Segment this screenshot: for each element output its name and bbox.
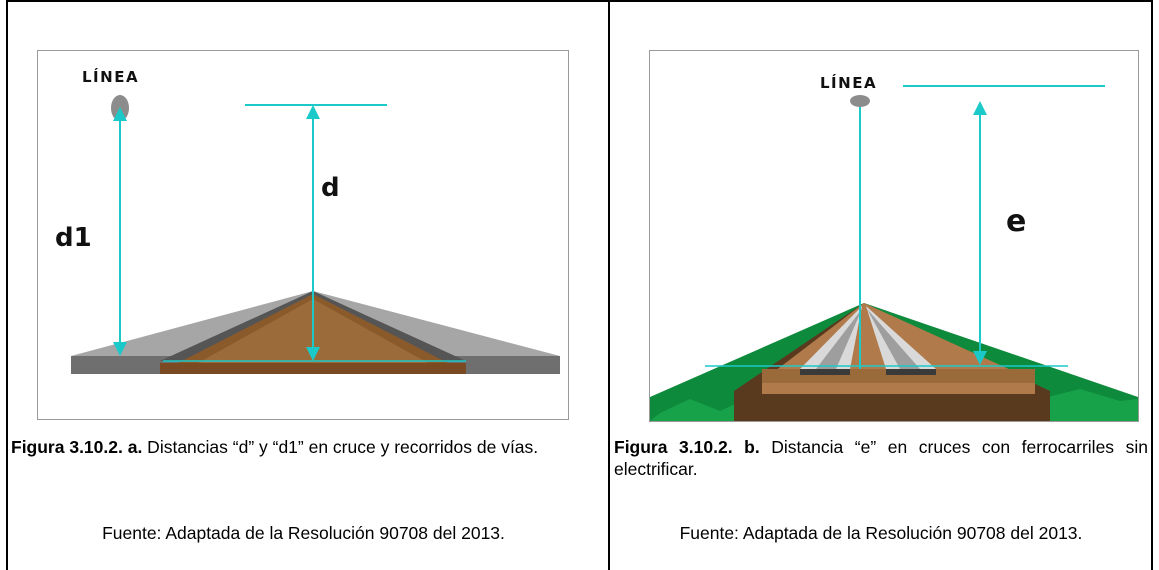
figure-a-illustration: LÍNEA d1 d [37,50,569,420]
figure-a-source: Fuente: Adaptada de la Resolución 90708 … [102,523,505,543]
road-base [160,363,466,374]
railway-crossing-diagram: LÍNEA e [650,73,1138,421]
dimension-d1-label: d1 [55,223,92,253]
line-label: LÍNEA [820,73,877,92]
dimension-e-label: e [1006,204,1026,239]
dimension-d1-arrow-top [113,107,127,121]
dimension-d-label: d [321,173,340,203]
line-conductor-icon [850,95,870,107]
figure-b-source: Fuente: Adaptada de la Resolución 90708 … [679,523,1083,543]
figure-b-caption-text: Distancia “e” en cruces con ferrocarrile… [614,437,1148,479]
rail-left-foot [800,369,850,375]
road-crossing-diagram: LÍNEA d1 d [55,67,560,374]
grass-tuft-right [1048,389,1138,421]
dimension-d1-arrow-bottom [113,342,127,356]
rail-right-foot [886,369,936,375]
figure-a-caption: Figura 3.10.2. a. Distancias “d” y “d1” … [11,436,596,458]
figure-a-caption-number: Figura 3.10.2. a. [11,437,143,457]
table-left-border [6,0,8,570]
dimension-e-arrow-top [973,101,987,115]
figure-b-caption-number: Figura 3.10.2. b. [614,437,760,457]
dimension-d-arrow-top [306,105,320,119]
figure-b-caption: Figura 3.10.2. b. Distancia “e” en cruce… [614,436,1148,480]
figure-b-illustration: LÍNEA e [649,50,1139,422]
grass-tuft-left [650,397,750,421]
table-middle-border [608,0,610,570]
rail-left-shadow [816,309,862,369]
rail-right-shadow [867,309,920,369]
rail-left [800,306,862,369]
figure-a-caption-text: Distancias “d” y “d1” en cruce y recorri… [142,437,539,457]
rail-right [866,306,936,369]
table-right-border [1151,0,1153,570]
table-top-border [6,0,1153,2]
dimension-e-arrow-bottom [973,351,987,365]
line-label: LÍNEA [82,67,139,86]
dimension-d-arrow-bottom [306,347,320,361]
